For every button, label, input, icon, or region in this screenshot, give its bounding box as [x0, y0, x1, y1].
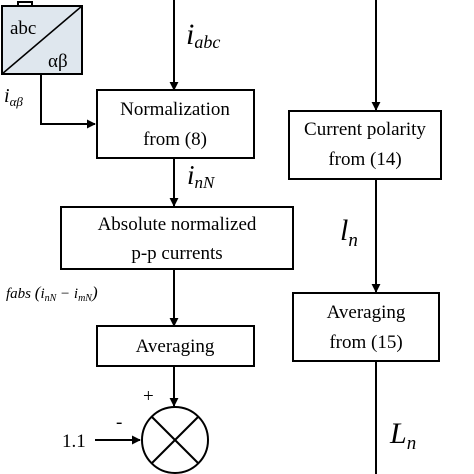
transform-input-wire	[17, 1, 33, 6]
abc-alphabeta-transform-block: abc αβ	[1, 5, 83, 75]
transform-label-alphabeta: αβ	[48, 51, 68, 72]
polarity-line1: Current polarity	[304, 119, 426, 140]
normalization-line1: Normalization	[120, 99, 230, 120]
averaging-left-label: Averaging	[136, 336, 215, 357]
summing-junction	[141, 406, 209, 474]
averaging-right-block: Averaging from (15)	[292, 292, 440, 362]
Ln-label: Ln	[389, 417, 416, 454]
averaging-left-block: Averaging	[96, 325, 255, 367]
inN-label: inN	[187, 160, 216, 192]
normalization-line2: from (8)	[143, 129, 207, 150]
ialphabeta-wire	[40, 74, 96, 129]
ln-label: ln	[340, 214, 358, 251]
iabc-label: iabc	[186, 18, 220, 52]
constant-label: 1.1	[62, 431, 86, 452]
absolute-line1: Absolute normalized	[98, 214, 257, 235]
transform-label-abc: abc	[10, 18, 36, 39]
normalization-block: Normalization from (8)	[96, 89, 255, 159]
sum-plus-sign: +	[143, 386, 154, 407]
current-polarity-block: Current polarity from (14)	[288, 110, 442, 180]
averaging-right-line1: Averaging	[327, 302, 406, 323]
ialphabeta-label: iαβ	[4, 85, 23, 109]
fabs-label: fabs (inN − imN)	[6, 283, 98, 304]
averaging-right-line2: from (15)	[329, 332, 402, 353]
absolute-line2: p-p currents	[131, 243, 222, 264]
absolute-normalized-block: Absolute normalized p-p currents	[60, 206, 294, 270]
sum-minus-sign: -	[116, 412, 122, 433]
polarity-line2: from (14)	[328, 149, 401, 170]
